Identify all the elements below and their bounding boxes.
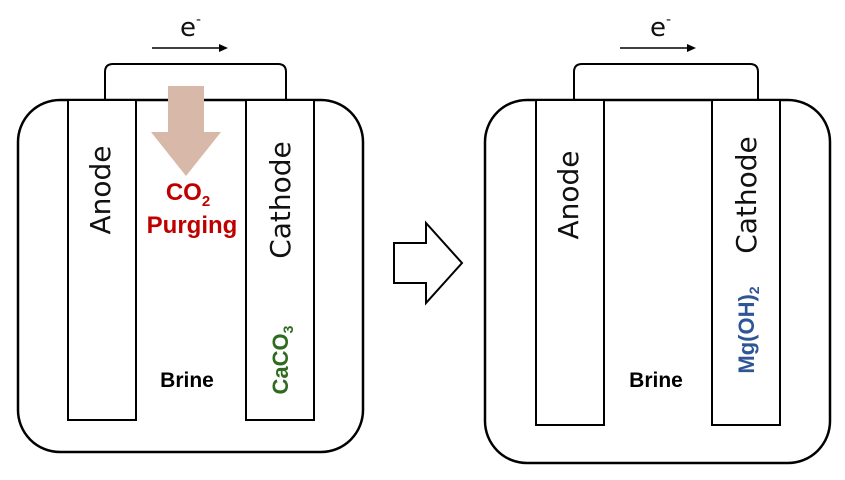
- right-wire: [573, 63, 759, 100]
- purging-co2-label: CO2: [166, 179, 210, 210]
- left-wire: [104, 63, 287, 100]
- left-anode-label: Anode: [84, 145, 117, 234]
- right-anode: [535, 99, 605, 426]
- left-cathode-label: Cathode: [264, 141, 297, 259]
- right-cathode-label: Cathode: [730, 136, 763, 254]
- purging-word-label: Purging: [147, 212, 238, 239]
- left-cell: e- Anode Cathode CaCO3 CO2 Purging Brine: [16, 12, 365, 454]
- transition-arrow: [393, 220, 464, 306]
- purging-arrow: [151, 86, 221, 176]
- right-cell: e- Anode Cathode Mg(OH)2 Brine: [483, 12, 832, 465]
- right-container: [483, 98, 832, 465]
- right-electron-label: e-: [650, 12, 671, 43]
- left-anode: [67, 99, 137, 421]
- right-electron-arrowhead: [687, 44, 696, 52]
- right-brine-label: Brine: [629, 369, 683, 392]
- left-cathode: [245, 99, 315, 421]
- right-cathode: [711, 99, 781, 426]
- right-precipitate-label: Mg(OH)2: [734, 286, 762, 373]
- left-brine-label: Brine: [160, 369, 214, 392]
- left-precipitate-label: CaCO3: [268, 325, 296, 394]
- right-anode-label: Anode: [552, 150, 585, 239]
- left-electron-arrowhead: [219, 44, 228, 52]
- left-electron-label: e-: [180, 12, 201, 43]
